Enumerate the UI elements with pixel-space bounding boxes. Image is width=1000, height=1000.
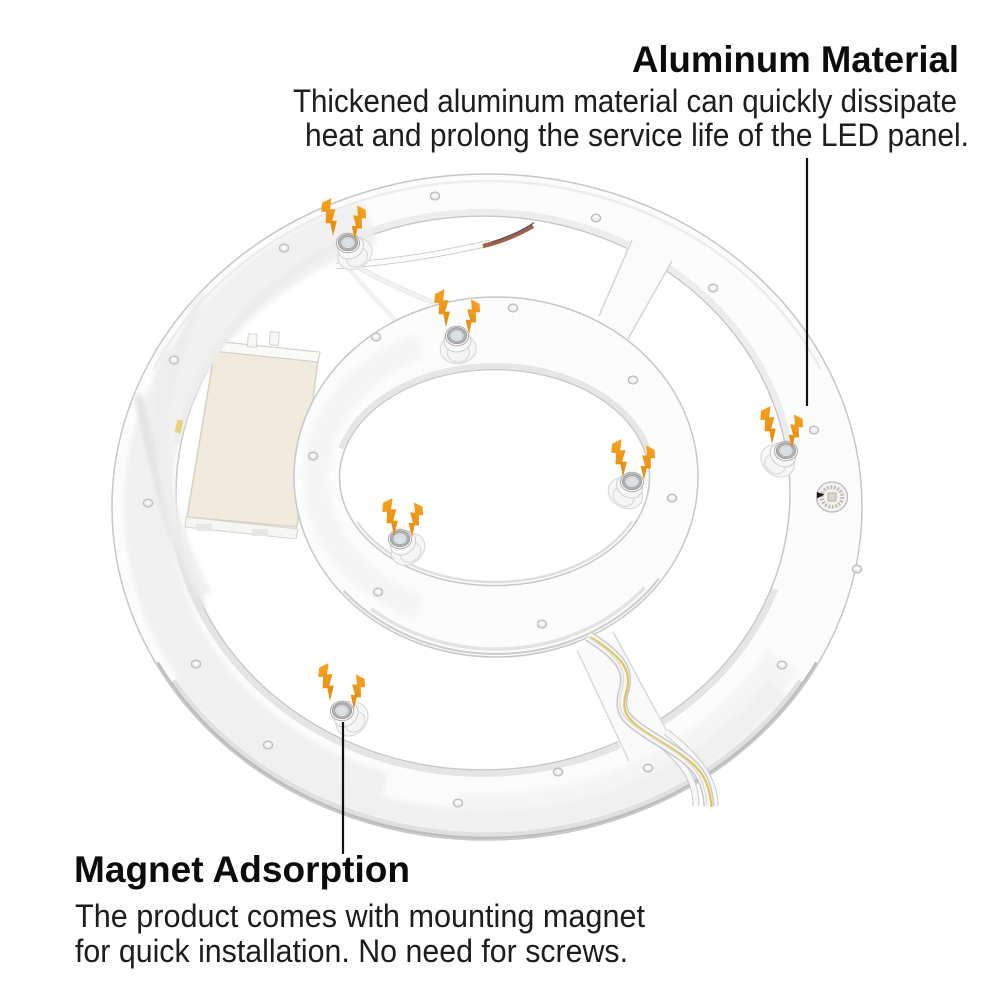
svg-text:for quick installation. No nee: for quick installation. No need for scre… [75, 933, 628, 969]
svg-text:heat and prolong the service l: heat and prolong the service life of the… [305, 117, 969, 153]
svg-text:Aluminum Material: Aluminum Material [632, 39, 959, 80]
svg-text:The product comes with mountin: The product comes with mounting magnet [75, 898, 645, 934]
svg-text:Thickened aluminum material ca: Thickened aluminum material can quickly … [293, 83, 957, 119]
svg-text:Magnet Adsorption: Magnet Adsorption [74, 849, 410, 890]
